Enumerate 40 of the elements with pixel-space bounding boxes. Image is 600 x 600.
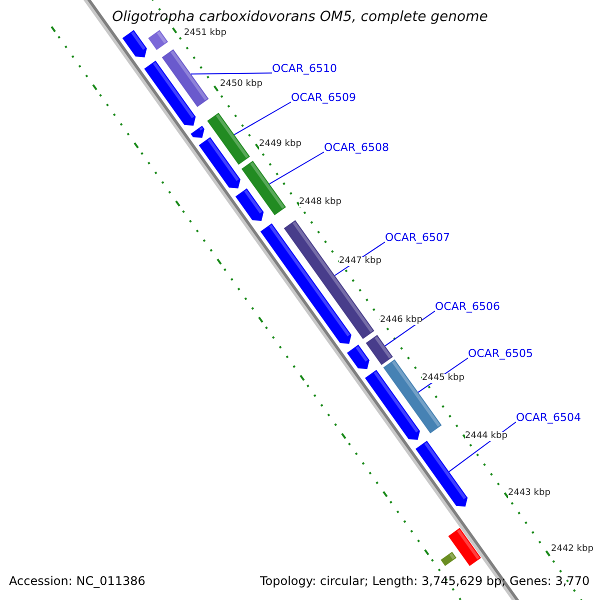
leader-line [234, 102, 292, 136]
gene-label: OCAR_6510 [272, 63, 338, 74]
scale-label: 2449 kbp [259, 140, 302, 149]
genome-stats-text: Topology: circular; Length: 3,745,629 bp; Genes: 3,770 [260, 575, 590, 587]
leader-line [268, 152, 324, 184]
gene-block [366, 334, 393, 366]
gene-block [440, 552, 456, 566]
scale-label: 2448 kbp [299, 198, 342, 207]
gene-label: OCAR_6508 [324, 142, 390, 153]
gene-label: OCAR_6504 [516, 412, 582, 423]
gene-block [207, 112, 250, 165]
title: Oligotropha carboxidovorans OM5, complete genome [112, 9, 488, 25]
scale-label: 2447 kbp [339, 257, 382, 266]
gene-block [162, 49, 209, 107]
gene-block [241, 160, 286, 216]
gene-block [383, 359, 442, 434]
gene-block [416, 440, 468, 507]
scale-label: 2450 kbp [220, 80, 262, 89]
gene-label: OCAR_6506 [435, 301, 500, 312]
gene-block [346, 344, 370, 370]
gene-label: OCAR_6507 [385, 232, 450, 243]
gene-block [198, 137, 240, 188]
gene-block [148, 30, 168, 50]
gene-block [190, 126, 204, 138]
gene-block [122, 30, 147, 58]
scale-label: 2444 kbp [465, 432, 508, 441]
scale-label: 2445 kbp [422, 374, 464, 383]
gene-block [448, 528, 482, 566]
leader-line [384, 310, 436, 346]
scale-label: 2446 kbp [380, 316, 422, 325]
scale-label: 2443 kbp [508, 489, 550, 498]
gene-label: OCAR_6509 [291, 92, 356, 103]
gene-block [364, 370, 420, 440]
gene-label: OCAR_6505 [468, 348, 534, 359]
accession-text: Accession: NC_011386 [9, 575, 146, 587]
scale-label: 2451 kbp [184, 29, 226, 38]
scale-label: 2442 kbp [551, 545, 594, 554]
gene-block [235, 188, 264, 221]
leader-line [190, 72, 272, 75]
gene-block [144, 60, 196, 126]
